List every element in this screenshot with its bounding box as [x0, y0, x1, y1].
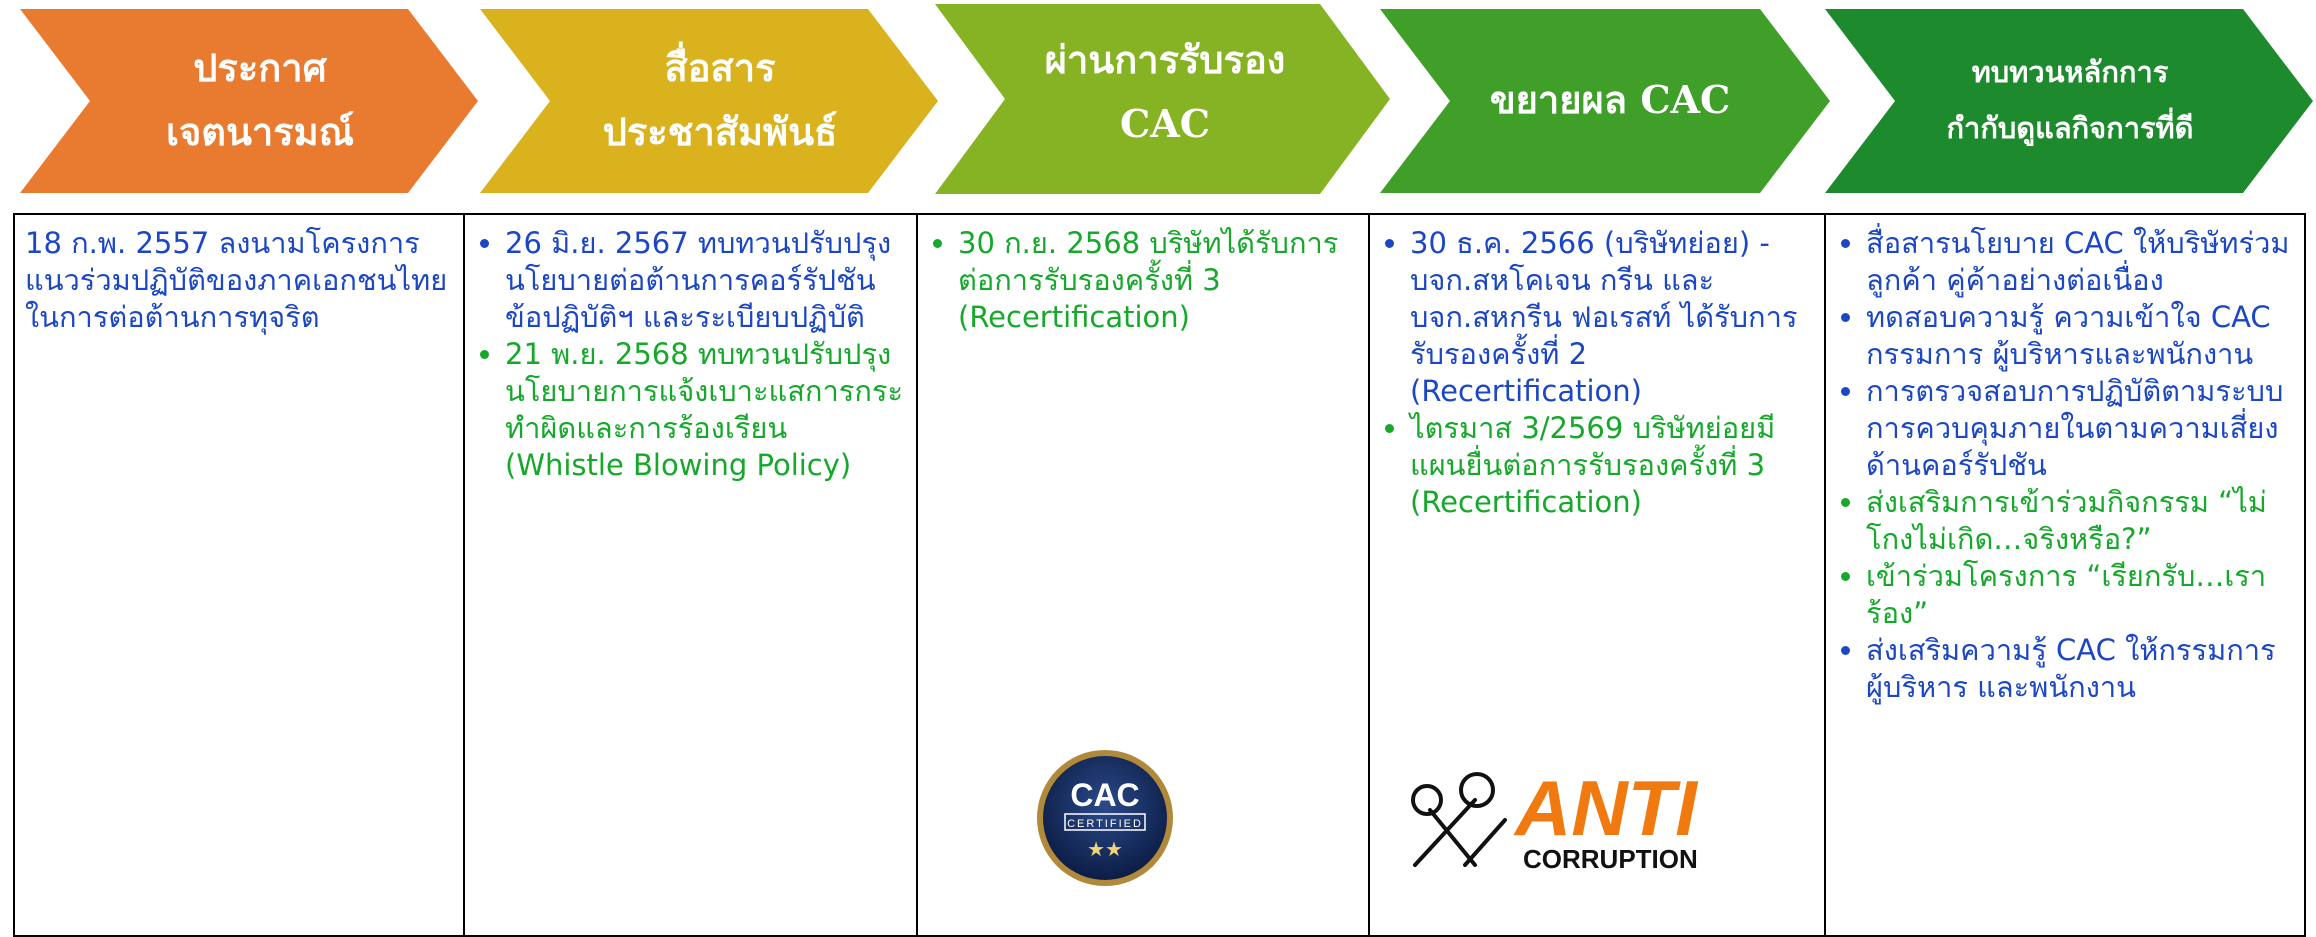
list-item: ไตรมาส 3/2569 บริษัทย่อยมีแผนยื่นต่อการร… — [1410, 410, 1814, 521]
list-item: ส่งเสริมความรู้ CAC ให้กรรมการ ผู้บริหาร… — [1866, 632, 2294, 706]
list-item: ส่งเสริมการเข้าร่วมกิจกรรม “ไม่โกงไม่เกิ… — [1866, 484, 2294, 558]
step-2-line-1: สื่อสาร — [664, 45, 776, 90]
column-5-list: สื่อสารนโยบาย CAC ให้บริษัทร่วม ลูกค้า ค… — [1836, 225, 2294, 706]
column-1-text: 18 ก.พ. 2557 ลงนามโครงการแนวร่วมปฏิบัติข… — [25, 226, 448, 334]
anti-word: ANTI — [1513, 764, 1698, 852]
step-2-label: สื่อสาร ประชาสัมพันธ์ — [560, 0, 880, 200]
badge-cac-text: CAC — [1070, 777, 1139, 813]
list-item: การตรวจสอบการปฏิบัติตามระบบการควบคุมภายใ… — [1866, 373, 2294, 484]
list-item: ทดสอบความรู้ ความเข้าใจ CAC กรรมการ ผู้บ… — [1866, 299, 2294, 373]
column-3-list: 30 ก.ย. 2568 บริษัทได้รับการต่อการรับรอง… — [928, 225, 1358, 336]
list-item: สื่อสารนโยบาย CAC ให้บริษัทร่วม ลูกค้า ค… — [1866, 225, 2294, 299]
column-4-list: 30 ธ.ค. 2566 (บริษัทย่อย) - บจก.สหโคเจน … — [1380, 225, 1814, 521]
anti-corruption-logo: ANTI CORRUPTION — [1411, 764, 1698, 874]
crossed-arms-icon — [1411, 772, 1507, 867]
column-certification: 30 ก.ย. 2568 บริษัทได้รับการต่อการรับรอง… — [916, 213, 1370, 937]
step-4-label: ขยายผล CAC — [1450, 0, 1770, 200]
column-communication: 26 มิ.ย. 2567 ทบทวนปรับปรุงนโยบายต่อต้าน… — [463, 213, 918, 937]
chevron-step-2 — [480, 9, 938, 193]
list-item: 30 ก.ย. 2568 บริษัทได้รับการต่อการรับรอง… — [958, 225, 1358, 336]
column-expand-cac: 30 ธ.ค. 2566 (บริษัทย่อย) - บจก.สหโคเจน … — [1368, 213, 1826, 937]
step-1-line-1: ประกาศ — [193, 45, 327, 90]
list-item: 30 ธ.ค. 2566 (บริษัทย่อย) - บจก.สหโคเจน … — [1410, 225, 1814, 410]
process-chevrons — [20, 4, 2313, 194]
step-3-line-2: CAC — [1120, 101, 1210, 146]
list-item: 26 มิ.ย. 2567 ทบทวนปรับปรุงนโยบายต่อต้าน… — [505, 225, 906, 336]
badge-stars: ★★ — [1087, 837, 1123, 861]
step-1-label: ประกาศ เจตนารมณ์ — [100, 0, 420, 200]
chevron-step-3 — [935, 4, 1390, 194]
cac-certified-badge: CAC CERTIFIED ★★ — [1037, 750, 1173, 886]
chevron-step-5 — [1825, 9, 2313, 193]
step-2-line-2: ประชาสัมพันธ์ — [602, 109, 838, 154]
step-3-label: ผ่านการรับรอง CAC — [1005, 0, 1325, 192]
step-4-line-1: ขยายผล CAC — [1489, 77, 1731, 122]
chevron-step-4 — [1380, 9, 1830, 193]
list-item: 21 พ.ย. 2568 ทบทวนปรับปรุงนโยบายการแจ้งเ… — [505, 336, 906, 484]
badge-certified-text: CERTIFIED — [1067, 818, 1143, 830]
step-3-line-1: ผ่านการรับรอง — [1044, 37, 1286, 82]
step-5-line-1: ทบทวนหลักการ — [1971, 55, 2169, 89]
step-5-label: ทบทวนหลักการ กำกับดูแลกิจการที่ดี — [1890, 0, 2250, 200]
list-item: เข้าร่วมโครงการ “เรียกรับ…เราร้อง” — [1866, 558, 2294, 632]
column-declare-intent: 18 ก.พ. 2557 ลงนามโครงการแนวร่วมปฏิบัติข… — [13, 213, 465, 937]
corruption-word: CORRUPTION — [1523, 844, 1698, 874]
column-2-list: 26 มิ.ย. 2567 ทบทวนปรับปรุงนโยบายต่อต้าน… — [475, 225, 906, 484]
step-5-line-2: กำกับดูแลกิจการที่ดี — [1946, 111, 2194, 145]
step-1-line-2: เจตนารมณ์ — [166, 109, 354, 154]
chevron-step-1 — [20, 9, 478, 193]
column-review-governance: สื่อสารนโยบาย CAC ให้บริษัทร่วม ลูกค้า ค… — [1824, 213, 2306, 937]
